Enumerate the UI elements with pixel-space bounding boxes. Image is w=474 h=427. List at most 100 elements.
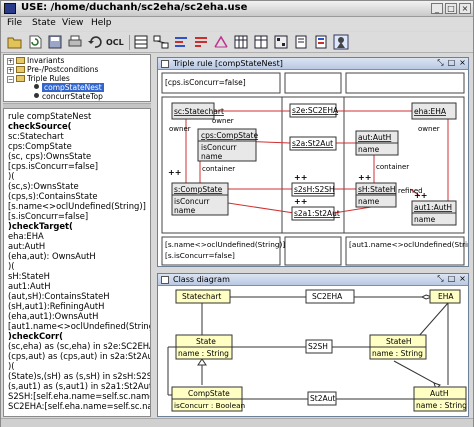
tree-item-compstatenest[interactable]: compStateNest [34, 83, 104, 92]
minimize-button[interactable]: _ [431, 3, 443, 14]
tree-item-concurrstatetop[interactable]: concurrStateTop [34, 92, 103, 101]
svg-text:++: ++ [294, 197, 307, 206]
tree-item-label: Triple Rules [27, 74, 70, 83]
class-auth[interactable]: AutH name : String [413, 386, 467, 412]
invariant-icon[interactable] [293, 34, 309, 50]
communication-diagram-icon[interactable] [193, 34, 209, 50]
source-line: (aut,sH):ContainsStateH [8, 291, 110, 301]
class-st2aut[interactable]: St2Aut [307, 391, 337, 406]
print-icon[interactable] [67, 34, 83, 50]
link-label-container: container [376, 163, 409, 171]
source-line: )( [8, 361, 15, 371]
tree-item-invariants[interactable]: +Invariants [7, 56, 64, 65]
class-diagram-canvas[interactable]: Statechart SC2EHA EHA State name : Strin… [158, 287, 468, 417]
object-s[interactable]: s:CompState isConcurr name [171, 182, 229, 216]
source-line: (cps,aut) as (cps,aut) in s2a:St2Aut [8, 351, 151, 361]
link-label-container: container [202, 165, 235, 173]
expand-icon[interactable]: + [7, 67, 14, 74]
source-line: (sc,s):OwnsState [8, 181, 79, 191]
maximize-internal-button[interactable]: □ [447, 274, 456, 283]
iconify-button[interactable]: ⤡ [437, 58, 444, 67]
source-line: (s,aut1) as (s,aut1) in s2a1:St2Aut [8, 381, 151, 391]
svg-text:name : String: name : String [416, 401, 467, 410]
open-icon[interactable] [7, 34, 23, 50]
ocl-button[interactable]: OCL [105, 34, 125, 50]
maximize-button[interactable]: □ [445, 3, 457, 14]
maximize-internal-button[interactable]: □ [447, 58, 456, 67]
folder-icon [16, 57, 25, 64]
object-sc[interactable]: sc:Statechart [171, 102, 224, 120]
status-bar [1, 418, 473, 427]
svg-text:++: ++ [414, 191, 427, 200]
class-statechart[interactable]: Statechart [175, 289, 231, 304]
close-internal-button[interactable]: × [459, 58, 466, 67]
object-diagram-icon[interactable] [153, 34, 169, 50]
class-sc2eha[interactable]: SC2EHA [305, 289, 355, 304]
svg-text:eha:EHA: eha:EHA [414, 107, 447, 116]
menu-view[interactable]: View [62, 18, 84, 28]
expand-icon[interactable]: + [7, 58, 14, 65]
source-line: (eha,aut): OwnsAutH [8, 251, 96, 261]
collapse-icon[interactable]: − [7, 76, 14, 83]
ocl-label: OCL [106, 38, 124, 47]
triple-rule-icon[interactable] [333, 34, 349, 50]
class-eha[interactable]: EHA [429, 289, 461, 304]
reload-icon[interactable] [27, 34, 43, 50]
object-count-icon[interactable] [233, 34, 249, 50]
source-line: ... [8, 411, 16, 417]
svg-text:s:CompState: s:CompState [174, 185, 223, 194]
menu-state[interactable]: State [32, 18, 56, 28]
object-aut[interactable]: aut:AutH name [355, 130, 399, 156]
object-sh[interactable]: sH:StateH name [355, 182, 397, 208]
source-line: eha:EHA [8, 231, 44, 241]
close-button[interactable]: × [459, 3, 471, 14]
class-state[interactable]: State name : String [175, 334, 233, 360]
object-cps[interactable]: cps:CompState isConcurr name [197, 128, 258, 162]
source-line: cps:CompState [8, 141, 72, 151]
class-stateh[interactable]: StateH name : String [369, 334, 427, 360]
object-aut1[interactable]: aut1:AutH name [411, 200, 457, 226]
iconify-button[interactable]: ⤡ [437, 274, 444, 283]
link-count-icon[interactable] [253, 34, 269, 50]
title-bar[interactable]: USE: /home/duchanh/sc2eha/sc2eha.use _ □… [1, 1, 473, 17]
svg-text:cps:CompState: cps:CompState [201, 131, 258, 140]
class-compstate[interactable]: CompState isConcurr : Boolean [171, 386, 245, 412]
close-internal-button[interactable]: × [459, 274, 466, 283]
class-s2sh[interactable]: S2SH [305, 339, 333, 354]
svg-text:S2SH: S2SH [308, 342, 328, 351]
save-icon[interactable] [47, 34, 63, 50]
sequence-diagram-icon[interactable] [173, 34, 189, 50]
svg-text:isConcurr: isConcurr [174, 197, 210, 206]
menu-help[interactable]: Help [91, 18, 112, 28]
object-s2a1[interactable]: s2a1:St2Aut [291, 206, 340, 221]
top-right-condition-box [345, 72, 465, 94]
undo-icon[interactable] [87, 34, 103, 50]
object-s2a[interactable]: s2a:St2Aut [289, 136, 337, 151]
svg-text:name : String: name : String [178, 349, 229, 358]
object-properties-icon[interactable] [313, 34, 329, 50]
source-line: (sc,eha) as (sc,eha) in s2e:SC2EHA [8, 341, 151, 351]
tree-item-prepostconditions[interactable]: +Pre-/Postconditions [7, 65, 98, 74]
specification-tree[interactable]: +Invariants +Pre-/Postconditions − Triple… [3, 54, 151, 102]
source-line: aut:AutH [8, 241, 46, 251]
class-diagram-icon[interactable] [133, 34, 149, 50]
triple-rule-title-bar[interactable]: Triple rule [compStateNest] ⤡ □ × [158, 58, 468, 70]
source-line: [cps.isConcurr=false] [8, 161, 99, 171]
object-s2sh[interactable]: s2sH:S2SH [291, 182, 335, 197]
object-eha[interactable]: eha:EHA [411, 102, 457, 120]
window-icon [161, 60, 169, 68]
class-list-icon[interactable] [213, 34, 229, 50]
state-icon[interactable] [273, 34, 289, 50]
tree-item-initnest[interactable]: initNest [34, 101, 71, 102]
menu-file[interactable]: File [7, 18, 23, 28]
source-line: S2SH:[self.eha.name=self.sc.name] [8, 391, 151, 401]
panel-splitter[interactable] [3, 103, 151, 108]
object-s2e[interactable]: s2e:SC2EHA [289, 103, 339, 118]
tree-item-triple-rules[interactable]: − Triple Rules [7, 74, 70, 83]
source-line: checkSource( [8, 121, 72, 131]
class-diagram-title-bar[interactable]: Class diagram ⤡ □ × [158, 274, 468, 286]
svg-text:SC2EHA: SC2EHA [312, 292, 343, 301]
svg-text:aut:AutH: aut:AutH [358, 133, 391, 142]
triple-rule-canvas[interactable]: [cps.isConcurr=false] [158, 71, 468, 267]
